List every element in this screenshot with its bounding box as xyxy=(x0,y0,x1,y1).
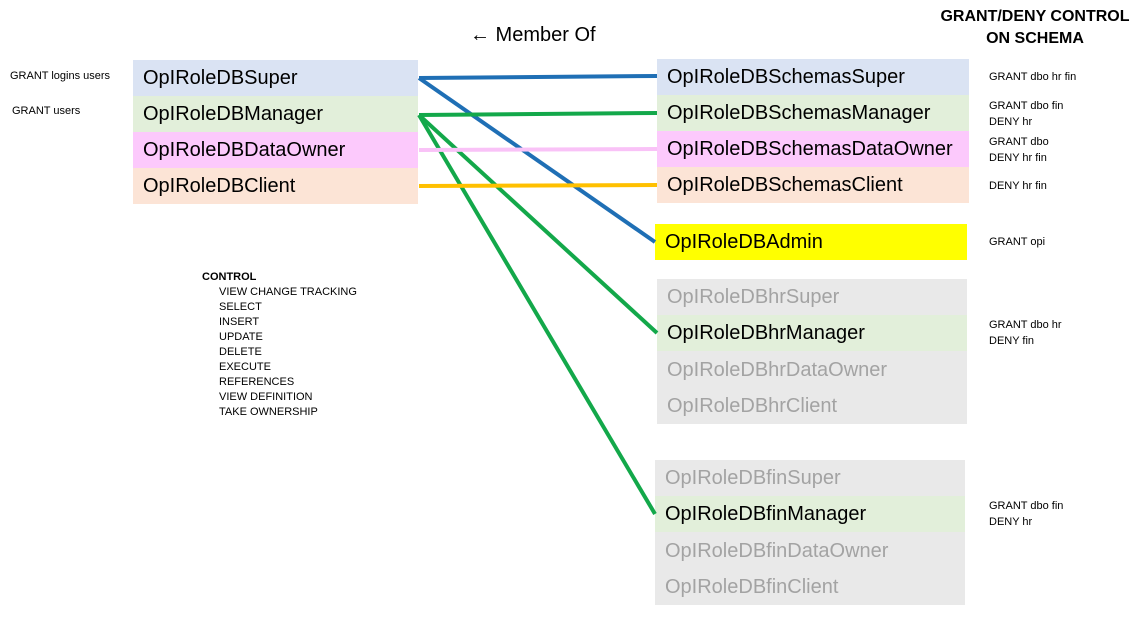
fin-super-item: OpIRoleDBfinSuper xyxy=(655,460,965,496)
note-line: DENY hr xyxy=(989,516,1033,528)
role-box-dataowner: OpIRoleDBDataOwner xyxy=(133,132,418,168)
schema-client-note: DENY hr fin xyxy=(989,178,1047,194)
fin-dataowner-label: OpIRoleDBfinDataOwner xyxy=(665,540,889,562)
hr-manager-note: GRANT dbo hr DENY fin xyxy=(989,317,1062,349)
hr-super-label: OpIRoleDBhrSuper xyxy=(667,286,840,308)
hr-client-item: OpIRoleDBhrClient xyxy=(657,388,967,424)
note-line: DENY fin xyxy=(989,335,1035,347)
fin-super-label: OpIRoleDBfinSuper xyxy=(665,467,841,489)
note-line: DENY hr xyxy=(989,116,1033,128)
hr-client-label: OpIRoleDBhrClient xyxy=(667,395,838,417)
hr-manager-label: OpIRoleDBhrManager xyxy=(667,322,865,344)
schema-label-super: OpIRoleDBSchemasSuper xyxy=(667,66,905,88)
schema-super-note: GRANT dbo hr fin xyxy=(989,69,1076,85)
role-label-client: OpIRoleDBClient xyxy=(143,175,296,197)
client-to-schemas-client-line xyxy=(418,183,658,188)
fin-manager-note: GRANT dbo fin DENY hr xyxy=(989,498,1063,530)
role-box-manager: OpIRoleDBManager xyxy=(133,96,418,132)
super-grant-note: GRANT logins users xyxy=(10,70,111,82)
hr-manager-item: OpIRoleDBhrManager xyxy=(657,315,967,351)
schema-label-client: OpIRoleDBSchemasClient xyxy=(667,174,903,196)
fin-client-item: OpIRoleDBfinClient xyxy=(655,569,965,605)
diagram-title: GRANT/DENY CONTROL ON SCHEMA xyxy=(930,6,1140,50)
control-item: VIEW CHANGE TRACKING xyxy=(219,286,357,298)
admin-note: GRANT opi xyxy=(989,234,1045,250)
control-item: VIEW DEFINITION xyxy=(219,391,313,403)
control-item: SELECT xyxy=(219,301,262,313)
schema-manager-note: GRANT dbo fin DENY hr xyxy=(989,98,1063,130)
schema-label-dataowner: OpIRoleDBSchemasDataOwner xyxy=(667,138,953,160)
member-of-label: ← Member Of xyxy=(470,24,596,46)
note-line: GRANT dbo hr fin xyxy=(989,71,1077,83)
role-label-super: OpIRoleDBSuper xyxy=(143,67,298,89)
note-line: DENY hr fin xyxy=(989,152,1047,164)
schema-box-manager: OpIRoleDBSchemasManager xyxy=(657,95,969,131)
schema-dataowner-note: GRANT dbo DENY hr fin xyxy=(989,134,1049,166)
control-item: EXECUTE xyxy=(219,361,271,373)
note-line: GRANT opi xyxy=(989,236,1046,248)
control-heading: CONTROL xyxy=(202,271,257,283)
dataowner-to-schemas-dataowner-line xyxy=(418,147,658,152)
schema-box-super: OpIRoleDBSchemasSuper xyxy=(657,59,969,95)
admin-role-box: OpIRoleDBAdmin xyxy=(655,224,967,260)
control-item: UPDATE xyxy=(219,331,263,343)
role-box-client: OpIRoleDBClient xyxy=(133,168,418,204)
schema-box-dataowner: OpIRoleDBSchemasDataOwner xyxy=(657,131,969,167)
super-to-schemas-super-line xyxy=(418,74,658,80)
fin-manager-label: OpIRoleDBfinManager xyxy=(665,503,867,525)
hr-dataowner-label: OpIRoleDBhrDataOwner xyxy=(667,359,888,381)
fin-role-group xyxy=(655,460,965,605)
title-line-2: ON SCHEMA xyxy=(986,30,1084,47)
title-line-1: GRANT/DENY CONTROL xyxy=(940,8,1130,25)
fin-manager-item: OpIRoleDBfinManager xyxy=(655,496,965,532)
manager-to-fin-manager-line xyxy=(417,113,657,516)
note-line: DENY hr fin xyxy=(989,180,1047,192)
note-line: GRANT dbo hr xyxy=(989,319,1062,331)
control-permissions-list: CONTROL VIEW CHANGE TRACKING SELECT INSE… xyxy=(202,270,357,420)
schema-label-manager: OpIRoleDBSchemasManager xyxy=(667,102,931,124)
control-item: TAKE OWNERSHIP xyxy=(219,406,318,418)
manager-grant-note: GRANT users xyxy=(12,105,81,117)
hr-role-group xyxy=(657,279,967,424)
fin-dataowner-item: OpIRoleDBfinDataOwner xyxy=(655,533,965,569)
control-item: DELETE xyxy=(219,346,262,358)
admin-role-label: OpIRoleDBAdmin xyxy=(665,231,823,253)
manager-to-schemas-manager-line xyxy=(418,111,658,117)
note-line: GRANT dbo xyxy=(989,136,1049,148)
schema-box-client: OpIRoleDBSchemasClient xyxy=(657,167,969,203)
note-line: GRANT dbo fin xyxy=(989,100,1064,112)
control-item: INSERT xyxy=(219,316,260,328)
control-item: REFERENCES xyxy=(219,376,295,388)
role-label-manager: OpIRoleDBManager xyxy=(143,103,324,125)
role-box-super: OpIRoleDBSuper xyxy=(133,60,418,96)
note-line: GRANT dbo fin xyxy=(989,500,1064,512)
fin-client-label: OpIRoleDBfinClient xyxy=(665,576,839,598)
super-to-admin-line xyxy=(417,76,657,244)
hr-super-item: OpIRoleDBhrSuper xyxy=(657,279,967,315)
role-label-dataowner: OpIRoleDBDataOwner xyxy=(143,139,346,161)
hr-dataowner-item: OpIRoleDBhrDataOwner xyxy=(657,352,967,388)
